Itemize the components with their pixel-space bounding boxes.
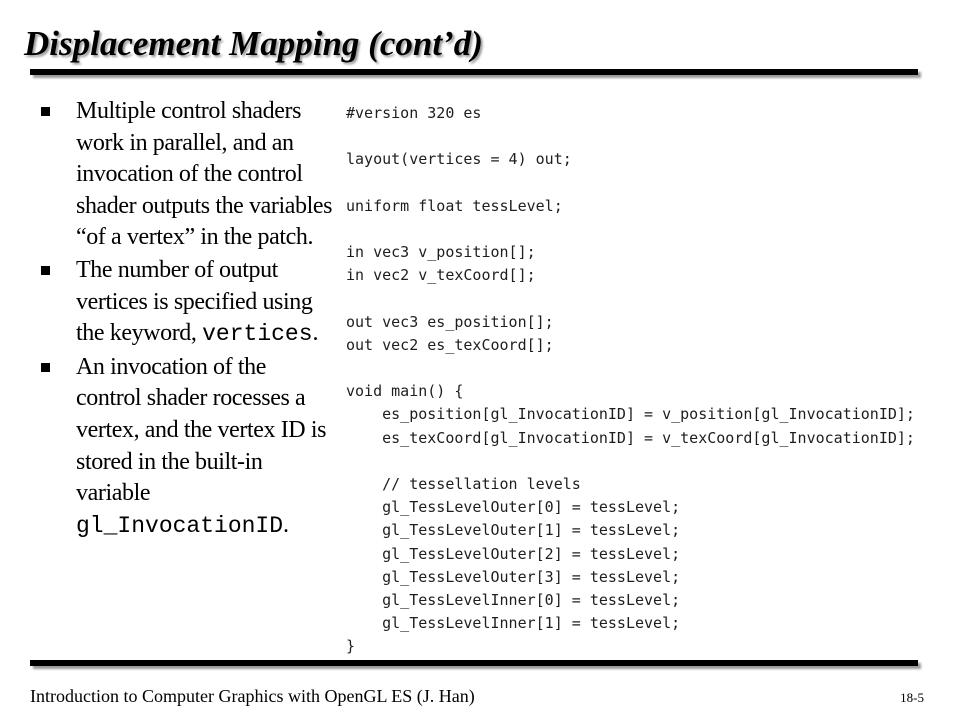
bullet-suffix: . [312,320,319,347]
code-line: #version 320 es [346,104,482,122]
code-line: es_texCoord[gl_InvocationID] = v_texCoor… [346,428,915,447]
inline-code-keyword: vertices [202,321,313,348]
bullet-text: Multiple control shaders work in paralle… [76,98,333,251]
code-line: layout(vertices = 4) out; [346,150,572,169]
code-line [346,172,915,195]
code-line: out vec3 es_position[]; [346,312,554,331]
code-line [346,218,915,241]
top-divider [30,69,918,75]
code-line: uniform float tessLevel; [346,196,563,215]
square-bullet-icon [41,362,50,372]
code-line [346,125,915,148]
code-line [346,288,915,311]
square-bullet-icon [41,107,50,116]
shader-code-block: #version 320 es layout(vertices = 4) out;… [346,102,915,659]
code-line: gl_TessLevelInner[0] = tessLevel; [346,590,681,609]
code-line [346,450,915,473]
bullet-list: Multiple control shaders work in paralle… [38,96,333,543]
bullet-item-2: The number of output vertices is specifi… [38,255,333,351]
code-line: void main() { [346,382,464,401]
bullet-suffix: . [283,511,289,538]
page-number: 18-5 [900,690,924,705]
slide-title: Displacement Mapping (cont’d) [24,24,483,63]
code-line: } [346,637,356,656]
code-line: gl_TessLevelOuter[0] = tessLevel; [346,498,681,517]
code-line: gl_TessLevelInner[1] = tessLevel; [346,614,681,633]
footer-text: Introduction to Computer Graphics with O… [30,686,475,706]
code-line: out vec2 es_texCoord[]; [346,335,554,354]
code-line: gl_TessLevelOuter[3] = tessLevel; [346,567,681,586]
bottom-divider [30,660,918,666]
code-line: in vec2 v_texCoord[]; [346,266,536,285]
code-line: in vec3 v_position[]; [346,243,536,262]
bullet-item-3: An invocation of the control shader roce… [38,352,333,543]
bullet-text: An invocation of the control shader roce… [76,353,327,507]
bullet-item-1: Multiple control shaders work in paralle… [38,96,333,254]
square-bullet-icon [41,265,50,275]
code-line [346,357,915,380]
inline-code-variable: gl_InvocationID [76,512,284,539]
code-line: gl_TessLevelOuter[1] = tessLevel; [346,521,681,540]
bullet-text: The number of output vertices is specifi… [76,256,313,347]
code-line: // tessellation levels [346,475,581,493]
code-line: gl_TessLevelOuter[2] = tessLevel; [346,544,681,563]
code-line: es_position[gl_InvocationID] = v_positio… [346,405,915,424]
